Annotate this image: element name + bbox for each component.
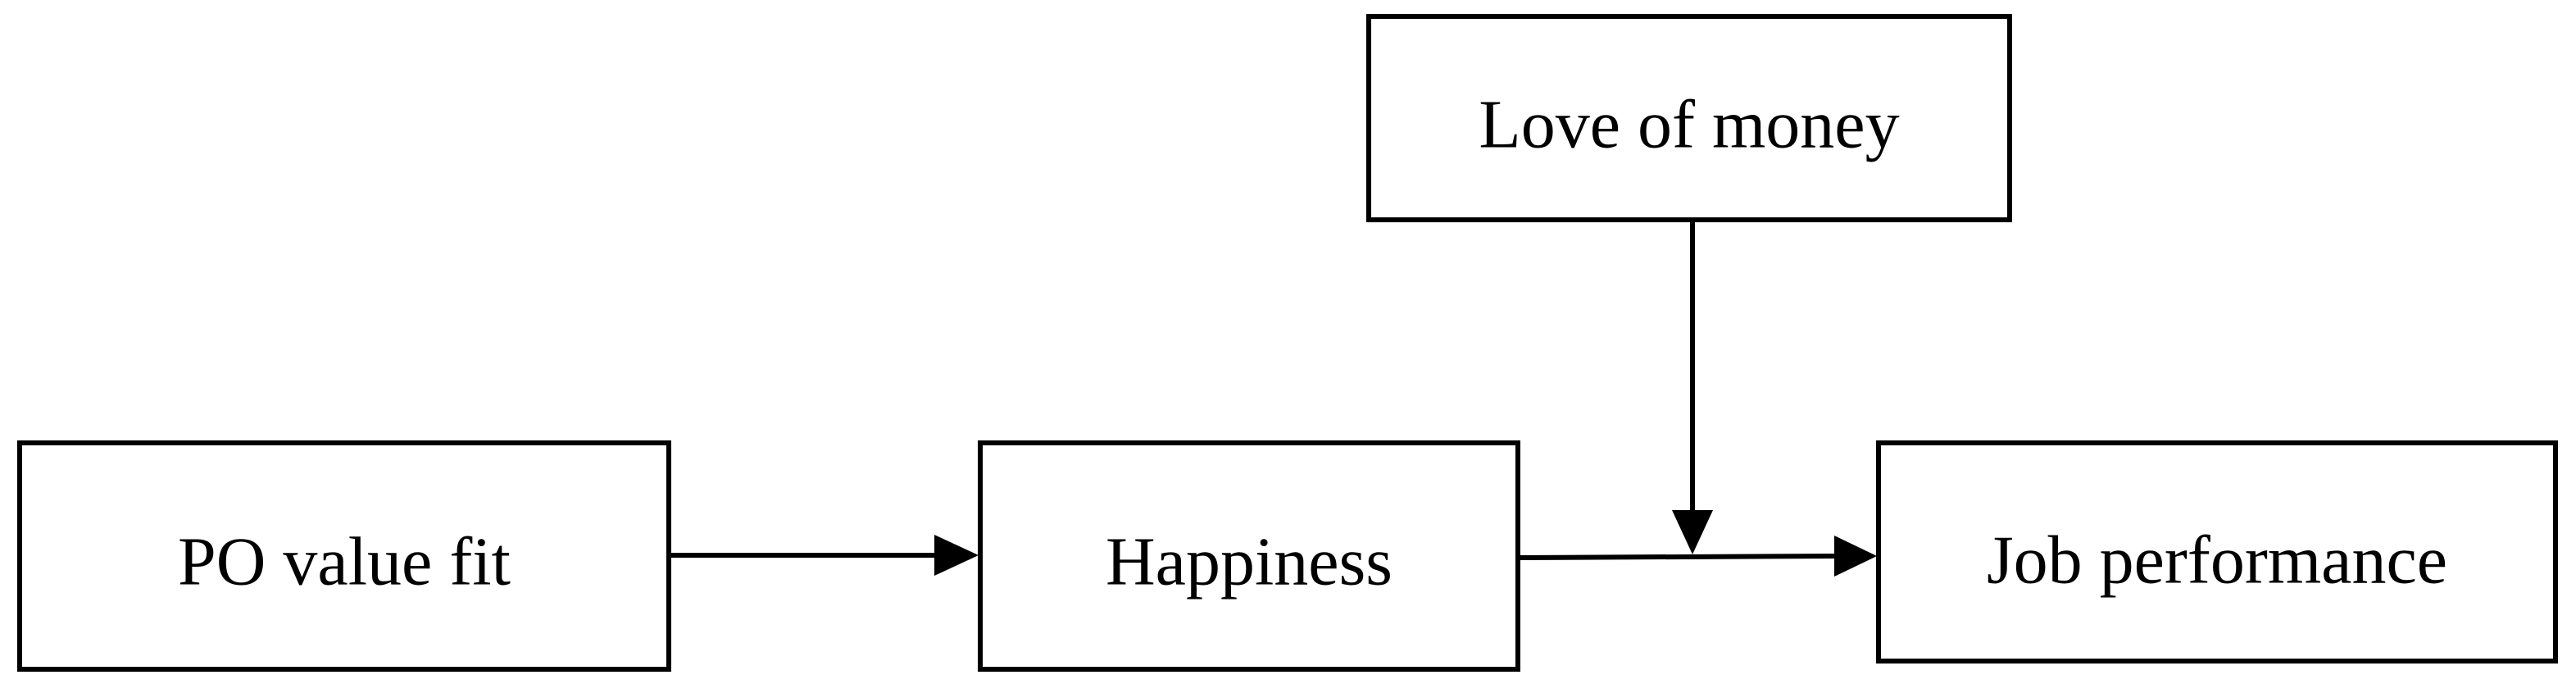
node-happiness: Happiness	[978, 440, 1520, 672]
edge-happiness-to-job-performance-line	[1517, 554, 1835, 560]
node-po-value-fit-label: PO value fit	[178, 524, 511, 600]
node-job-performance: Job performance	[1876, 440, 2558, 663]
node-po-value-fit: PO value fit	[17, 440, 671, 672]
node-happiness-label: Happiness	[1106, 524, 1392, 600]
node-job-performance-label: Job performance	[1987, 522, 2447, 599]
node-po-value-fit-box	[17, 440, 671, 672]
node-happiness-box	[978, 440, 1520, 672]
edge-love-of-money-moderation	[1672, 220, 1713, 554]
arrow-head-job-performance	[1834, 536, 1877, 577]
node-love-of-money-label: Love of money	[1479, 87, 1899, 163]
edge-happiness-to-job-performance	[1517, 536, 1877, 577]
edge-po-value-fit-to-happiness	[669, 535, 979, 576]
arrow-head-moderation	[1672, 510, 1713, 554]
node-job-performance-box	[1876, 440, 2558, 663]
arrow-head-happiness	[934, 535, 979, 576]
node-love-of-money: Love of money	[1366, 14, 2012, 222]
node-love-of-money-box	[1366, 14, 2012, 222]
